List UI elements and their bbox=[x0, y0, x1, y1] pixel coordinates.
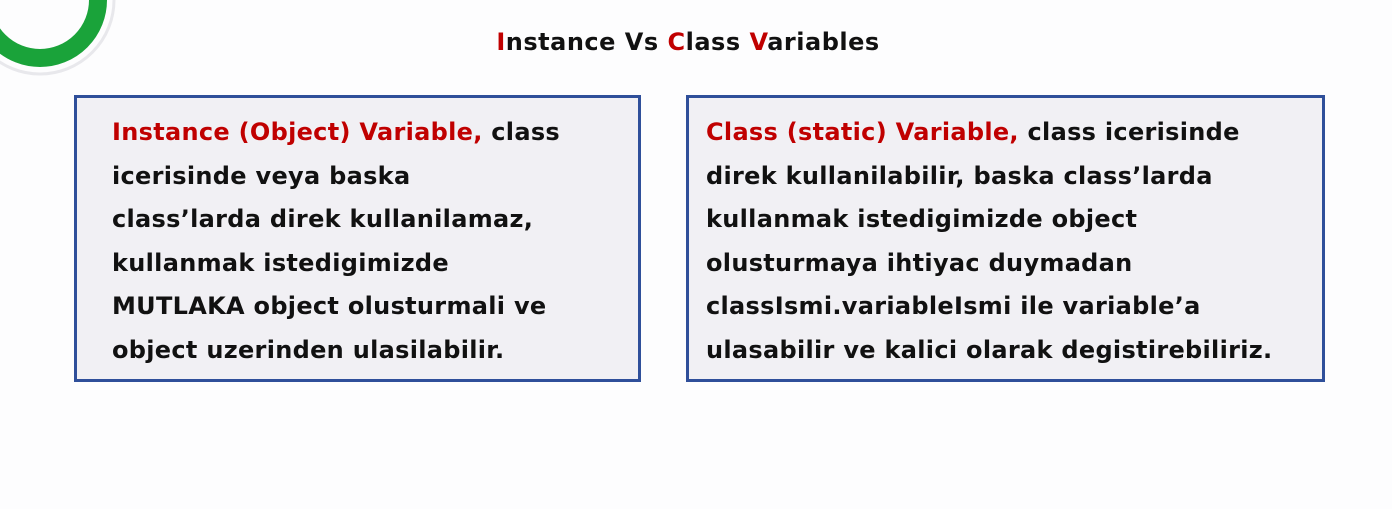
class-card-line-1: Class (static) Variable, class icerisind… bbox=[706, 111, 1310, 155]
title-text-instance-vs: nstance Vs bbox=[505, 28, 668, 56]
class-card-line-5: classIsmi.variableIsmi ile variable’a bbox=[706, 292, 1201, 320]
instance-card-line-1: Instance (Object) Variable, class bbox=[112, 111, 618, 155]
class-variable-term: Class (static) Variable, bbox=[706, 118, 1019, 146]
instance-variable-term: Instance (Object) Variable, bbox=[112, 118, 483, 146]
instance-card-line-4: kullanmak istedigimizde bbox=[112, 248, 449, 277]
instance-card-line-2: icerisinde veya baska bbox=[112, 161, 411, 190]
instance-variable-card: Instance (Object) Variable, class iceris… bbox=[74, 95, 641, 382]
instance-card-line-5: MUTLAKA object olusturmali ve bbox=[112, 292, 547, 320]
class-card-line-6: ulasabilir ve kalici olarak degistirebil… bbox=[706, 335, 1273, 364]
class-card-line-2: direk kullanilabilir, baska class’larda bbox=[706, 161, 1213, 190]
title-text-variables: ariables bbox=[767, 28, 880, 56]
title-letter-v: V bbox=[749, 28, 768, 56]
title-letter-i: I bbox=[496, 28, 506, 56]
class-variable-card: Class (static) Variable, class icerisind… bbox=[686, 95, 1325, 382]
title-text-class: lass bbox=[685, 28, 750, 56]
class-card-line-3: kullanmak istedigimizde object bbox=[706, 205, 1138, 233]
instance-card-line-3: class’larda direk kullanilamaz, bbox=[112, 205, 534, 233]
green-ring-logo-icon bbox=[0, 0, 116, 76]
instance-card-line-6: object uzerinden ulasilabilir. bbox=[112, 335, 505, 364]
instance-card-text: class bbox=[482, 118, 560, 146]
page-title: Instance Vs Class Variables bbox=[0, 28, 1376, 56]
title-letter-c: C bbox=[667, 28, 686, 56]
class-card-line-4: olusturmaya ihtiyac duymadan bbox=[706, 248, 1133, 277]
class-card-text: class icerisinde bbox=[1018, 118, 1240, 146]
